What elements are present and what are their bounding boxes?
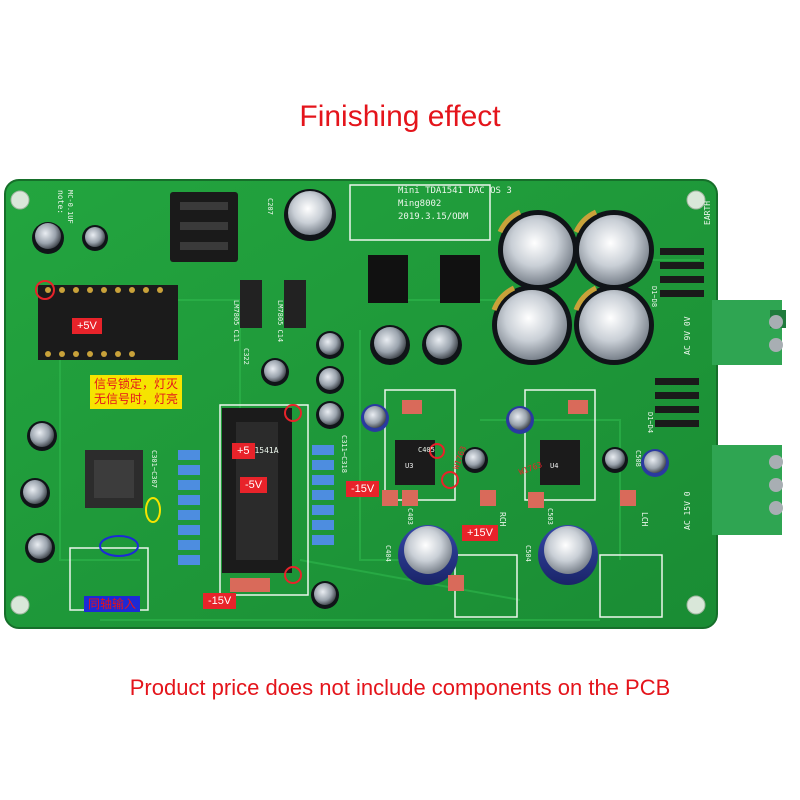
lch-label: LCH <box>640 512 649 527</box>
filter-capacitors <box>491 209 654 365</box>
heatsink <box>170 192 238 262</box>
diodes <box>655 248 704 427</box>
output-capacitors <box>398 525 598 585</box>
board-title-label: Mini TDA1541 DAC OS 3 <box>398 186 512 196</box>
c311-label: C311~C318 <box>340 435 348 473</box>
mounting-holes <box>10 190 706 615</box>
cap-c207-label: C207 <box>266 198 274 215</box>
minus15v-bottom-label: -15V <box>203 593 237 609</box>
board-author-label: Ming8002 <box>398 199 441 209</box>
small-capacitors <box>20 189 669 609</box>
resistor-network <box>178 445 334 565</box>
note-label: note: <box>56 190 65 214</box>
cap-c503-label: C503 <box>546 508 554 525</box>
note-value-label: MC-0.1UF <box>66 190 74 224</box>
dac-chip-label: TDA1541A <box>240 446 279 455</box>
plus15v-label: +15V <box>462 525 498 541</box>
footer-note: Product price does not include component… <box>129 675 671 700</box>
minus15v-mid-label: -15V <box>346 481 380 497</box>
cap-c403-label: C403 <box>406 508 414 525</box>
c301-label: C301~C307 <box>150 450 158 488</box>
rch-label: RCH <box>498 512 507 527</box>
regulator-2-label: LM7805 C14 <box>276 300 284 342</box>
signal-note: 信号锁定，灯灭 无信号时，灯亮 <box>90 375 183 409</box>
ac15v-label: AC 15V 0 <box>683 491 692 530</box>
cap-c504-label: C504 <box>524 545 532 562</box>
signal-note-line1: 信号锁定，灯灭 <box>94 377 179 391</box>
chip-u3-label: U3 <box>405 462 413 470</box>
plus5-label: +5 <box>232 443 255 459</box>
board-date-label: 2019.3.15/ODM <box>398 212 469 222</box>
cap-c404-label: C404 <box>384 545 392 562</box>
plus5v-top-label: +5V <box>72 318 102 334</box>
regulator-1-label: LM7805 C11 <box>232 300 240 342</box>
cap-c508-label: C508 <box>634 450 642 467</box>
ac9v-label: AC 9V 0V <box>683 316 692 355</box>
cap-c405-label: C405 <box>418 446 435 454</box>
coax-input-label: 同轴输入 <box>84 596 141 612</box>
page-title: Finishing effect <box>299 100 501 133</box>
d1d4-label: D1~D4 <box>646 412 654 433</box>
ic-socket-top <box>38 285 178 360</box>
film-capacitors <box>230 400 636 592</box>
earth-label: EARTH <box>703 201 712 225</box>
d1d8-label: D1~D8 <box>650 286 658 307</box>
chip-u4-label: U4 <box>550 462 558 470</box>
signal-note-line2: 无信号时，灯亮 <box>94 392 179 406</box>
terminal-blocks <box>712 300 786 535</box>
minus5v-label: -5V <box>240 477 268 493</box>
cap-c322-label: C322 <box>242 348 250 365</box>
